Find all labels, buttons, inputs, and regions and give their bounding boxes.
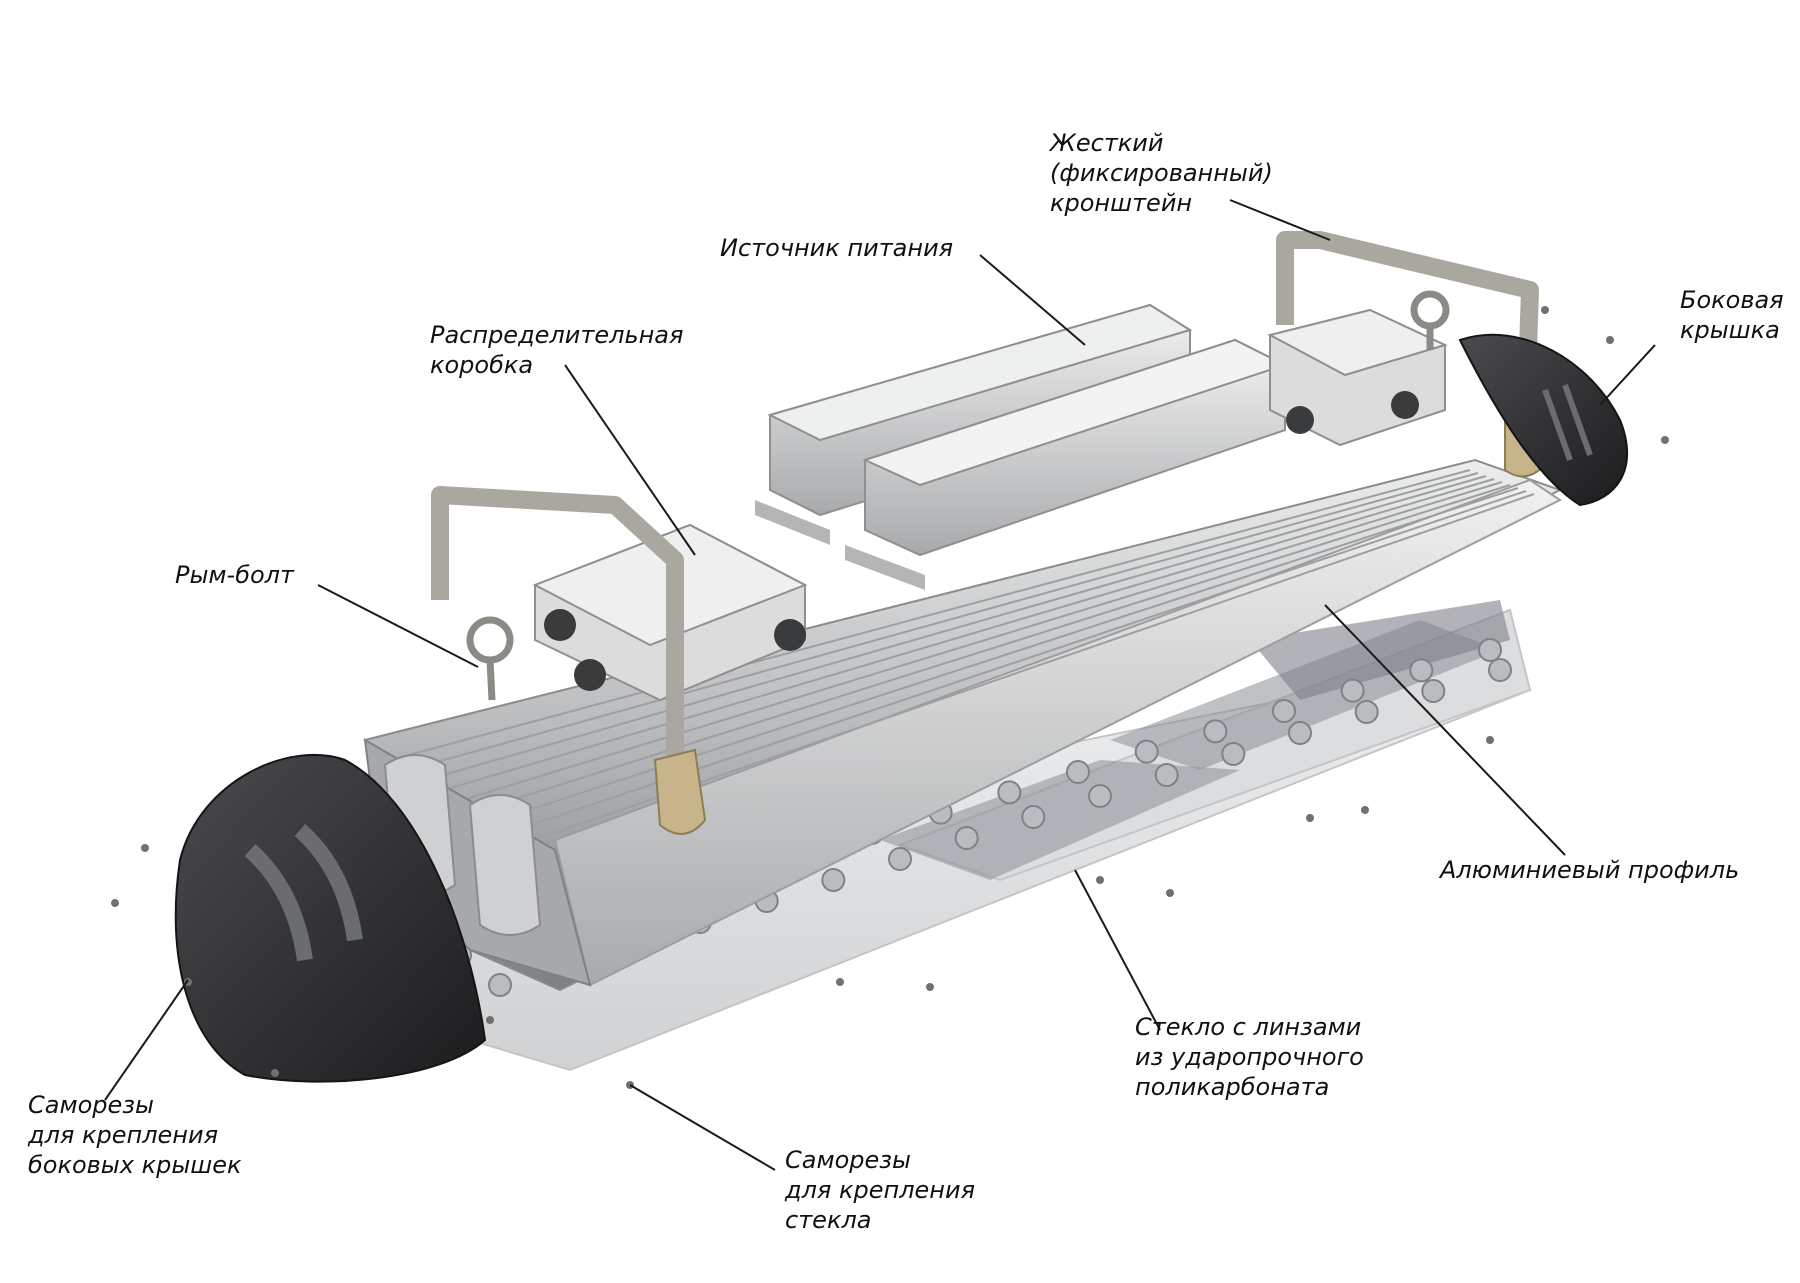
- label-cover-screws: Саморезы для крепления боковых крышек: [28, 1091, 242, 1179]
- label-fixed-bracket: Жесткий (фиксированный) кронштейн: [1050, 129, 1273, 217]
- side-covers: [174, 333, 1629, 1083]
- label-aluminum-profile: Алюминиевый профиль: [1440, 856, 1740, 884]
- label-junction-box: Распределительная коробка: [430, 321, 684, 379]
- junction-boxes: [532, 308, 1448, 702]
- label-eye-bolt: Рым-болт: [175, 561, 294, 589]
- label-power-supply: Источник питания: [720, 234, 954, 262]
- glass-lens-panels: [393, 600, 1533, 1072]
- power-supply-units: [755, 303, 1288, 590]
- screws: [111, 306, 1669, 1089]
- label-side-cover: Боковая крышка: [1680, 286, 1784, 344]
- label-glass-lenses: Стекло с линзами из ударопрочного полика…: [1135, 1013, 1364, 1101]
- eye-bolts: [466, 290, 1450, 701]
- leader-lines: [104, 199, 1656, 1171]
- label-glass-screws: Саморезы для крепления стекла: [785, 1146, 976, 1234]
